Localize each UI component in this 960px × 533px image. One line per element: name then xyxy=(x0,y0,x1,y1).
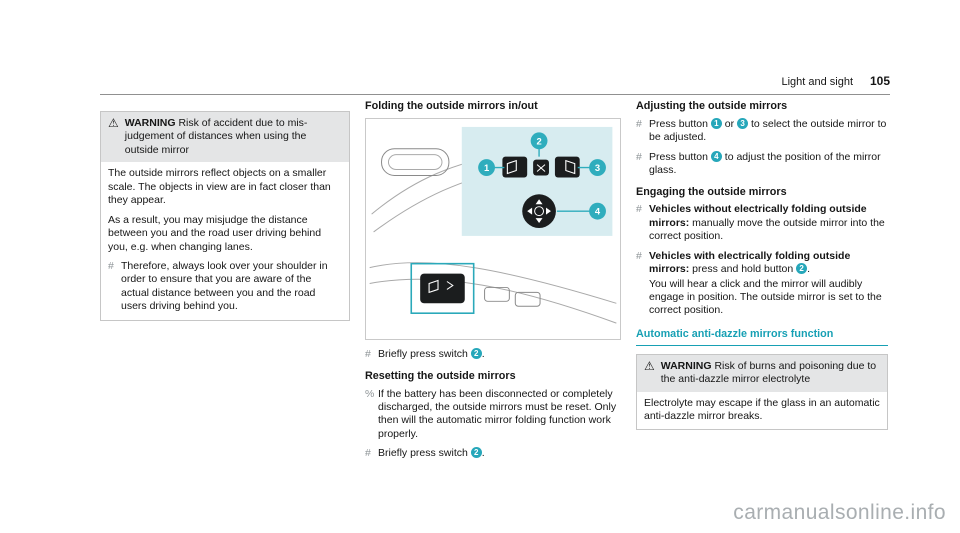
heading-folding-mirrors: Folding the outside mirrors in/out xyxy=(365,100,538,112)
warning-box-header: ⚠ WARNING Risk of burns and poisoning du… xyxy=(637,354,887,392)
warning-triangle-icon: ⚠ xyxy=(644,358,655,373)
page-number: 105 xyxy=(869,74,890,88)
warning-triangle-icon: ⚠ xyxy=(108,116,119,130)
window-switch-outline xyxy=(514,291,541,307)
callout-2-badge xyxy=(530,132,548,150)
vehicle-variant-lead: Vehicles with electrically folding outsi… xyxy=(649,249,851,276)
switch-arrow-icon xyxy=(446,280,454,290)
note-text: If the battery has been disconnected or … xyxy=(378,387,617,440)
step-text: Vehicles without electrically folding ou… xyxy=(649,203,885,243)
highlight-rect xyxy=(410,262,475,314)
warning-title-text: Risk of burns and poisoning due to the a… xyxy=(660,359,877,386)
warning-title: WARNING Risk of burns and poisoning due … xyxy=(661,360,880,387)
window-switch-outline xyxy=(484,286,510,302)
watermark: carmanualsonline.info xyxy=(733,501,946,525)
note-battery-disconnect: % If the battery has been disconnected o… xyxy=(365,388,621,442)
page-header: Light and sight 105 xyxy=(100,74,890,96)
step-text: Press button 1 or 3 to select the outsid… xyxy=(649,117,887,144)
mirror-adjust-pad xyxy=(522,194,556,228)
warning-bullet: # Therefore, always look over your shoul… xyxy=(108,260,342,314)
step-text: Vehicles with electrically folding outsi… xyxy=(649,250,888,318)
button-2-badge: 2 xyxy=(470,348,482,360)
warning-title: WARNING Risk of accident due to mis-judg… xyxy=(125,117,342,157)
left-mirror-icon xyxy=(506,159,517,175)
door-handle-outline xyxy=(381,148,450,176)
callout-3-badge xyxy=(589,158,606,176)
step-adjust-glass: # Press button 4 to adjust the position … xyxy=(636,150,888,178)
step-reset-mirrors: # Briefly press switch 2. xyxy=(365,447,621,460)
right-mirror-button xyxy=(554,156,580,178)
vehicle-variant-lead: Vehicles without electrically folding ou… xyxy=(649,203,867,229)
warning-paragraph-1: The outside mirrors reflect objects on a… xyxy=(108,167,331,207)
mirror-controls-figure: 1 2 3 4 xyxy=(365,117,621,341)
heading-engaging-mirrors: Engaging the outside mirrors xyxy=(636,185,787,198)
warning-box-electrolyte: ⚠ WARNING Risk of burns and poisoning du… xyxy=(636,353,888,431)
right-mirror-icon xyxy=(565,159,576,175)
warning-label: WARNING xyxy=(124,117,176,129)
callout-2-number: 2 xyxy=(536,135,541,146)
callout-3-number: 3 xyxy=(595,162,600,173)
warning-box-body: Electrolyte may escape if the glass in a… xyxy=(637,392,887,430)
bullet-glyph: # xyxy=(365,447,371,460)
bullet-glyph: # xyxy=(365,348,371,361)
callout-1-badge xyxy=(478,158,495,176)
button-2-badge: 2 xyxy=(796,263,808,275)
fold-arrows-icon xyxy=(536,164,546,172)
step-fold-mirrors: # Briefly press switch 2. xyxy=(365,348,621,361)
step-engage-electric: # Vehicles with electrically folding out… xyxy=(636,250,888,318)
left-column: ⚠ WARNING Risk of accident due to mis-ju… xyxy=(100,111,350,321)
step-text: Briefly press switch 2. xyxy=(378,348,485,361)
chapter-title: Light and sight xyxy=(781,76,854,88)
warning-box-mirror-distance: ⚠ WARNING Risk of accident due to mis-ju… xyxy=(100,111,350,321)
step-text: Briefly press switch 2. xyxy=(378,447,485,460)
button-4-badge: 4 xyxy=(710,150,722,162)
bullet-glyph: # xyxy=(636,150,642,163)
warning-title-text: Risk of accident due to mis-judgement of… xyxy=(124,117,308,156)
bullet-glyph: # xyxy=(636,249,642,262)
note-glyph: % xyxy=(365,387,375,400)
callout-4-badge xyxy=(589,202,606,220)
left-mirror-button xyxy=(502,156,528,178)
callout-1-number: 1 xyxy=(484,162,489,173)
step-engage-manual: # Vehicles without electrically folding … xyxy=(636,203,888,243)
step-continuation: You will hear a click and the mirror wil… xyxy=(649,277,882,317)
mirror-controls-illustration: 1 2 3 4 xyxy=(369,126,617,324)
warning-label: WARNING xyxy=(660,359,712,372)
button-1-badge: 1 xyxy=(710,117,722,129)
middle-column: Folding the outside mirrors in/out xyxy=(365,100,621,467)
heading-adjusting-mirrors: Adjusting the outside mirrors xyxy=(636,100,788,112)
heading-anti-dazzle-function: Automatic anti-dazzle mirrors function xyxy=(636,328,888,346)
mirror-buttons xyxy=(502,156,580,178)
warning-paragraph-2: As a result, you may misjudge the distan… xyxy=(108,213,322,253)
switch-mirror-icon xyxy=(428,279,439,293)
bullet-glyph: # xyxy=(108,259,114,272)
callout-4-number: 4 xyxy=(595,205,601,216)
heading-resetting-mirrors: Resetting the outside mirrors xyxy=(365,369,516,382)
warning-box-body: The outside mirrors reflect objects on a… xyxy=(101,162,349,319)
warning-paragraph-1: Electrolyte may escape if the glass in a… xyxy=(644,396,880,422)
highlighted-mirror-switch xyxy=(410,262,475,314)
right-column: Adjusting the outside mirrors # Press bu… xyxy=(636,100,888,431)
warning-bullet-text: Therefore, always look over your shoulde… xyxy=(121,259,328,313)
callout-lines xyxy=(494,148,590,212)
bullet-glyph: # xyxy=(636,117,642,130)
button-2-badge: 2 xyxy=(470,447,482,459)
warning-box-header: ⚠ WARNING Risk of accident due to mis-ju… xyxy=(101,112,349,163)
step-text: Press button 4 to adjust the position of… xyxy=(649,150,881,177)
bullet-glyph: # xyxy=(636,203,642,216)
step-select-mirror: # Press button 1 or 3 to select the outs… xyxy=(636,117,888,145)
button-3-badge: 3 xyxy=(737,117,749,129)
figure-callouts: 1 2 3 4 xyxy=(478,132,606,220)
